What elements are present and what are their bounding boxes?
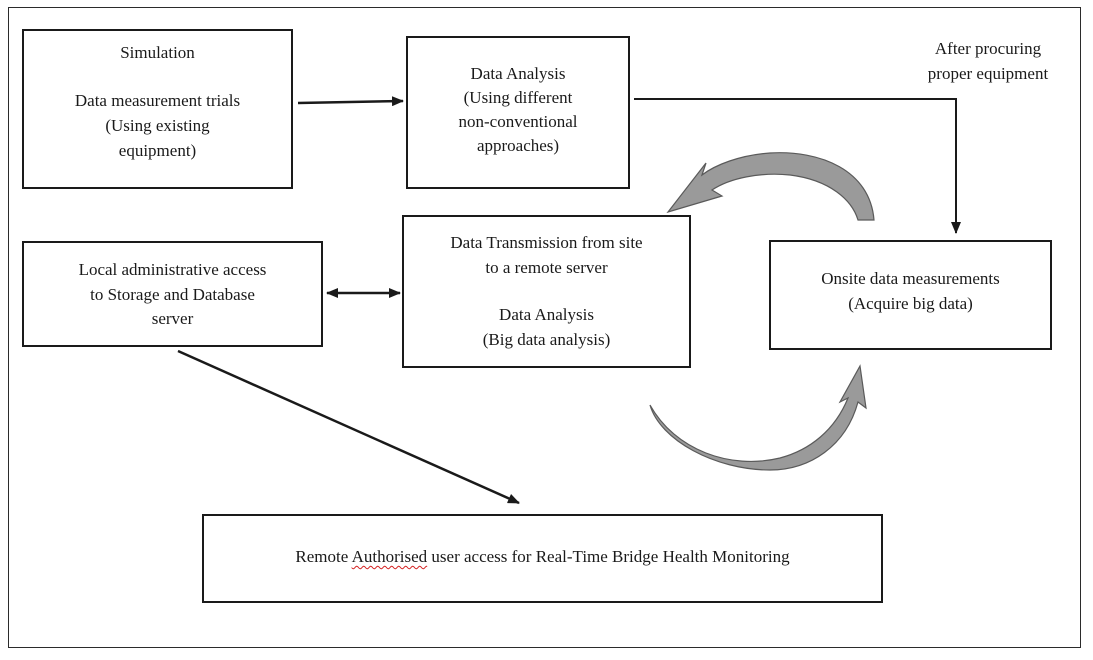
box-simulation (22, 29, 293, 189)
curved-arrow-transmission-to-onsite (649, 364, 867, 471)
simulation-detail: (Using existing (105, 116, 210, 135)
simulation-title: Simulation (120, 43, 195, 62)
box-remote-access (202, 514, 883, 603)
local-access-line-1: Local administrative access (78, 260, 267, 279)
transmission-line-1: Data Transmission from site (450, 233, 643, 252)
data-analysis-detail-2: non-conventional (458, 112, 578, 131)
transmission-line-2: to a remote server (485, 258, 608, 277)
annotation-after-procuring-cont: proper equipment (927, 64, 1049, 83)
box-data-transmission (402, 215, 691, 368)
local-access-line-3: server (151, 309, 194, 328)
transmission-analysis-detail: (Big data analysis) (482, 330, 611, 349)
curved-arrow-onsite-to-transmission (666, 152, 875, 221)
annotation-after-procuring: After procuring (934, 39, 1042, 58)
simulation-detail-cont: equipment) (118, 141, 197, 160)
data-analysis-detail-1: (Using different (463, 88, 573, 107)
remote-access-part-1: Remote (295, 547, 352, 566)
remote-access-authorised: Authorised (351, 547, 428, 566)
local-access-line-2: to Storage and Database (90, 285, 255, 304)
arrow-analysis-to-onsite (634, 98, 961, 234)
data-analysis-detail-3: approaches) (476, 136, 560, 155)
remote-access-label: Remote Authorised user access for Real-T… (202, 545, 883, 568)
box-onsite-measurements (769, 240, 1052, 350)
arrow-simulation-to-analysis (297, 96, 404, 107)
simulation-subtitle: Data measurement trials (74, 91, 241, 110)
remote-access-part-3: user access for Real-Time Bridge Health … (427, 547, 790, 566)
box-local-access (22, 241, 323, 347)
outer-frame (8, 7, 1081, 648)
onsite-title: Onsite data measurements (821, 269, 1000, 288)
box-data-analysis (406, 36, 630, 189)
data-analysis-title: Data Analysis (470, 64, 566, 83)
arrow-local-to-remote (177, 349, 520, 505)
transmission-analysis-title: Data Analysis (499, 305, 594, 324)
onsite-detail: (Acquire big data) (848, 294, 973, 313)
